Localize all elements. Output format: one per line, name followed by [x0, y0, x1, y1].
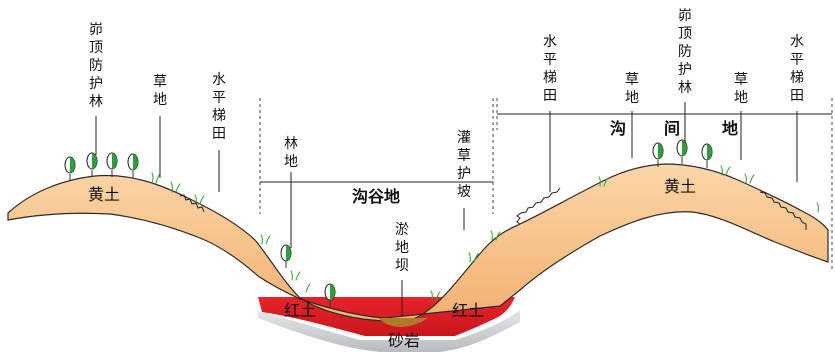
terrace-steps-far-right [759, 191, 807, 230]
soil-loess-right: 黄土 [664, 177, 696, 196]
label-grass-right2: 草地 [734, 72, 748, 106]
leader-lines [95, 102, 798, 316]
tree-icon [64, 156, 76, 180]
label-grass-left: 草地 [153, 74, 167, 108]
tree-icon [280, 244, 292, 268]
loess-layer [7, 163, 829, 323]
svg-text:林地: 林地 [284, 136, 298, 170]
soil-sandstone: 砂岩 [388, 331, 420, 350]
svg-text:峁顶防护林: 峁顶防护林 [89, 22, 103, 110]
svg-text:水平梯田: 水平梯田 [543, 34, 557, 104]
svg-text:水平梯田: 水平梯田 [790, 34, 804, 104]
soil-red-clay-left: 红土 [284, 301, 316, 320]
svg-text:草地: 草地 [625, 72, 639, 106]
tree-icon [106, 152, 118, 177]
label-ridge-forest-right: 峁顶防护林 [678, 8, 692, 96]
label-gully-forest: 林地 [284, 136, 298, 170]
check-dam-sediment [378, 318, 428, 327]
svg-text:草地: 草地 [153, 74, 167, 108]
svg-text:灌草护坡: 灌草护坡 [457, 130, 471, 200]
tree-icon [676, 139, 688, 164]
soil-red-clay-right: 红土 [452, 301, 484, 320]
zone-inter-gully-char-3: 地 [722, 119, 738, 138]
label-terrace-right1: 水平梯田 [543, 34, 557, 104]
svg-text:峁顶防护林: 峁顶防护林 [678, 8, 692, 96]
tree-icon [652, 142, 664, 167]
zone-inter-gully-char-2: 间 [664, 119, 680, 138]
label-check-dam: 淤地坝 [395, 222, 409, 274]
tree-icon [127, 153, 139, 178]
zone-inter-gully-char-1: 沟 [610, 119, 626, 138]
zone-dividers [259, 98, 833, 272]
grass-tufts [151, 165, 819, 301]
label-terrace-left: 水平梯田 [212, 72, 226, 142]
label-shrub-slope: 灌草护坡 [457, 130, 471, 200]
label-grass-right: 草地 [625, 72, 639, 106]
svg-text:水平梯田: 水平梯田 [212, 72, 226, 142]
sandstone-layer [258, 310, 520, 352]
svg-text:淤地坝: 淤地坝 [395, 222, 409, 274]
trees [64, 139, 713, 307]
svg-text:草地: 草地 [734, 72, 748, 106]
zone-gully-land: 沟谷地 [352, 187, 400, 206]
label-ridge-forest-left: 峁顶防护林 [89, 22, 103, 110]
terrace-steps-right [516, 187, 561, 225]
label-terrace-right2: 水平梯田 [790, 34, 804, 104]
tree-icon [86, 152, 98, 177]
tree-icon [701, 143, 713, 168]
soil-loess-left: 黄土 [88, 185, 120, 204]
tree-icon [324, 283, 336, 307]
terrace-steps-left [179, 194, 205, 213]
